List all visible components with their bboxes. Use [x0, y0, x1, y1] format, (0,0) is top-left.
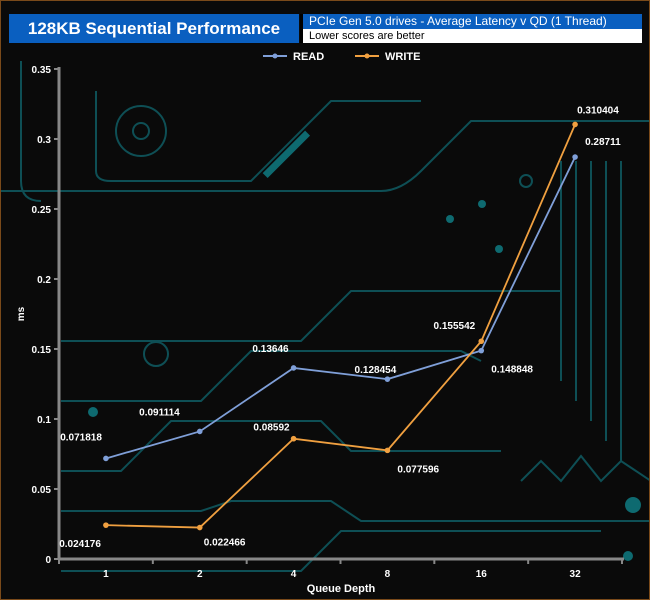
data-point-read: [572, 154, 578, 160]
x-tick-label: 2: [197, 569, 203, 580]
chart-subtitle: PCIe Gen 5.0 drives - Average Latency v …: [300, 14, 642, 29]
y-tick-label: 0.1: [37, 415, 51, 426]
data-label-read: 0.091114: [139, 407, 180, 418]
y-axis-label: ms: [16, 306, 27, 321]
axes: 0 0.05 0.1 0.15 0.2 0.25 0.3 0.35 1 2 4 8 16 32: [32, 65, 624, 580]
x-tick-label: 8: [385, 569, 391, 580]
data-label-read: 0.148848: [491, 365, 533, 376]
y-tick-label: 0: [45, 555, 51, 566]
y-tick-label: 0.15: [32, 345, 52, 356]
data-label-write: 0.155542: [434, 321, 476, 332]
y-tick-label: 0.05: [32, 485, 52, 496]
x-tick-label: 16: [476, 569, 488, 580]
data-point-read: [103, 455, 109, 462]
data-label-read: 0.071818: [60, 432, 102, 443]
data-point-write: [384, 447, 391, 454]
series-layer: 0.071818 0.091114 0.13646 0.128454 0.148848 0…: [59, 105, 621, 550]
data-label-write: 0.310404: [577, 105, 619, 116]
legend: READ WRITE: [263, 51, 420, 63]
chart-title: 128KB Sequential Performance: [9, 14, 299, 43]
data-label-read: 0.128454: [355, 365, 397, 376]
data-label-read: 0.28711: [585, 137, 621, 148]
data-label-write: 0.077596: [397, 464, 439, 475]
data-point-write: [103, 522, 109, 528]
y-tick-label: 0.25: [32, 205, 52, 216]
series-line-write: [105, 124, 576, 529]
data-label-read: 0.13646: [252, 344, 289, 355]
legend-marker-write: [364, 53, 370, 59]
data-point-read: [478, 347, 485, 354]
data-label-write: 0.022466: [204, 538, 246, 549]
data-point-write: [478, 338, 485, 345]
data-point-read: [196, 428, 203, 435]
x-tick-label: 4: [291, 569, 297, 580]
data-label-write: 0.08592: [253, 423, 290, 434]
x-tick-label: 1: [103, 569, 109, 580]
legend-marker-read: [272, 53, 278, 59]
data-point-write: [572, 121, 578, 128]
y-tick-label: 0.3: [37, 135, 51, 146]
data-point-read: [290, 365, 297, 371]
x-tick-label: 32: [570, 569, 582, 580]
chart-note: Lower scores are better: [300, 29, 642, 43]
data-point-write: [196, 524, 203, 531]
y-tick-label: 0.2: [37, 275, 51, 286]
data-label-write: 0.024176: [59, 539, 101, 550]
legend-label-write: WRITE: [385, 51, 420, 63]
series-line-read: [105, 156, 576, 460]
x-axis-label: Queue Depth: [307, 583, 376, 595]
y-tick-label: 0.35: [32, 65, 52, 76]
data-point-write: [290, 435, 297, 442]
data-point-read: [384, 376, 391, 382]
legend-label-read: READ: [293, 51, 324, 63]
